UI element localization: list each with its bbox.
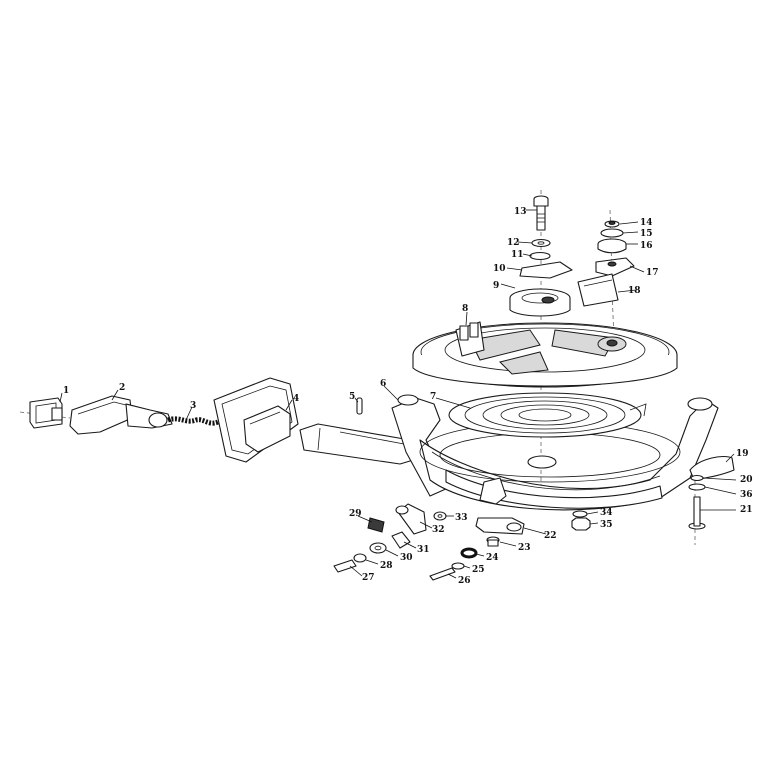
- part-8-rope-pulley: [412, 321, 678, 388]
- callout-35: 35: [600, 520, 613, 530]
- callout-16: 16: [640, 241, 653, 251]
- callout-22: 22: [544, 531, 557, 541]
- part-17-pawl: [595, 257, 635, 277]
- part-34-washer: [572, 510, 588, 518]
- part-11-washer: [529, 251, 551, 261]
- part-5-pin: [356, 397, 363, 415]
- part-21-bolt: [688, 496, 706, 530]
- callout-7: 7: [430, 392, 436, 402]
- callout-8: 8: [462, 304, 468, 314]
- callout-23: 23: [518, 543, 531, 553]
- part-18-pawl-spring: [577, 273, 619, 307]
- callout-4: 4: [293, 394, 299, 404]
- callout-25: 25: [472, 565, 485, 575]
- callout-3: 3: [190, 401, 196, 411]
- callout-11: 11: [511, 250, 524, 260]
- callout-2: 2: [119, 383, 125, 393]
- callout-18: 18: [628, 286, 641, 296]
- part-10-friction-plate: [519, 261, 573, 279]
- part-20-washer: [690, 474, 704, 482]
- callout-20: 20: [740, 475, 753, 485]
- part-27-screw: [333, 559, 357, 573]
- part-35-nut: [571, 517, 591, 531]
- callout-29: 29: [349, 509, 362, 519]
- part-24-spring-ring: [460, 547, 478, 559]
- callout-27: 27: [362, 573, 375, 583]
- part-33-washer: [433, 511, 447, 521]
- callouts: 1 2 3 4 5 6 7 8 9 10 11 12 13 14 15 16 1…: [63, 207, 753, 586]
- part-15-washer: [600, 228, 624, 238]
- callout-19: 19: [736, 449, 749, 459]
- callout-6: 6: [380, 379, 386, 389]
- callout-15: 15: [640, 229, 653, 239]
- part-13-center-bolt: [533, 195, 549, 231]
- part-31-bushing: [391, 531, 411, 549]
- part-30-washer: [369, 542, 387, 554]
- part-12-washer: [531, 238, 551, 248]
- callout-9: 9: [493, 281, 499, 291]
- part-14-nut: [604, 220, 620, 228]
- callout-13: 13: [514, 207, 527, 217]
- callout-33: 33: [455, 513, 468, 523]
- handle-axis: [19, 411, 71, 419]
- part-4-rope-guide-plate: [213, 377, 299, 463]
- callout-14: 14: [640, 218, 653, 228]
- callout-21: 21: [740, 505, 753, 515]
- part-16-spacer: [597, 238, 627, 254]
- part-9-hub-cam: [509, 288, 571, 317]
- callout-32: 32: [432, 525, 445, 535]
- part-28-washer: [353, 553, 367, 563]
- callout-24: 24: [486, 553, 499, 563]
- part-29-clip: [367, 517, 385, 533]
- part-22-lever: [475, 517, 525, 535]
- leader-lines: [59, 209, 737, 579]
- part-23-pin: [486, 536, 500, 547]
- callout-26: 26: [458, 576, 471, 586]
- callout-34: 34: [600, 508, 613, 518]
- callout-28: 28: [380, 561, 393, 571]
- callout-12: 12: [507, 238, 520, 248]
- callout-10: 10: [493, 264, 506, 274]
- part-25-washer: [451, 562, 465, 570]
- part-1-handle-clip: [29, 397, 63, 429]
- callout-30: 30: [400, 553, 413, 563]
- callout-36: 36: [740, 490, 753, 500]
- mount-post: [479, 477, 507, 505]
- part-2-handle-grip: [69, 395, 173, 435]
- part-32-link: [395, 503, 427, 535]
- part-26-screw: [429, 567, 456, 581]
- part-7-recoil-spring: [448, 392, 647, 438]
- callout-5: 5: [349, 392, 355, 402]
- callout-31: 31: [417, 545, 430, 555]
- part-36-washer: [688, 483, 706, 491]
- callout-1: 1: [63, 386, 69, 396]
- part-3-starter-rope: [167, 416, 219, 426]
- callout-17: 17: [646, 268, 659, 278]
